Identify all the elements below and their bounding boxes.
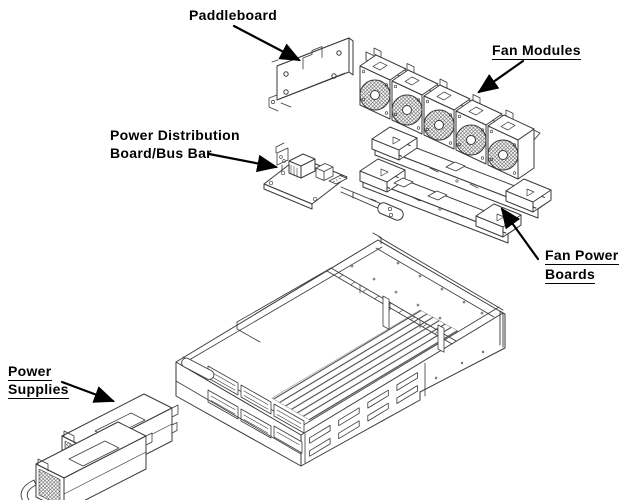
- chassis-drawing: [175, 232, 506, 467]
- label-power-supplies: Power Supplies: [8, 363, 69, 399]
- label-power-distribution-board: Power Distribution Board/Bus Bar: [110, 127, 240, 161]
- power-distribution-arrow: [207, 152, 279, 173]
- fan-power-boards-arrow: [500, 207, 540, 261]
- paddleboard-arrow: [232, 24, 301, 62]
- paddleboard-drawing: [268, 37, 354, 112]
- fan-modules-drawing: [359, 47, 541, 180]
- label-fan-power-boards: Fan Power Boards: [545, 247, 619, 284]
- label-paddleboard: Paddleboard: [189, 7, 278, 23]
- power-distribution-board-drawing: [263, 142, 404, 221]
- label-fan-modules: Fan Modules: [492, 42, 581, 60]
- fan-modules-arrow: [477, 59, 525, 94]
- fan-power-boards-drawing: [359, 126, 552, 244]
- power-supplies-drawing: [20, 393, 179, 500]
- callout-arrows: [60, 24, 540, 403]
- power-supplies-arrow: [60, 380, 116, 403]
